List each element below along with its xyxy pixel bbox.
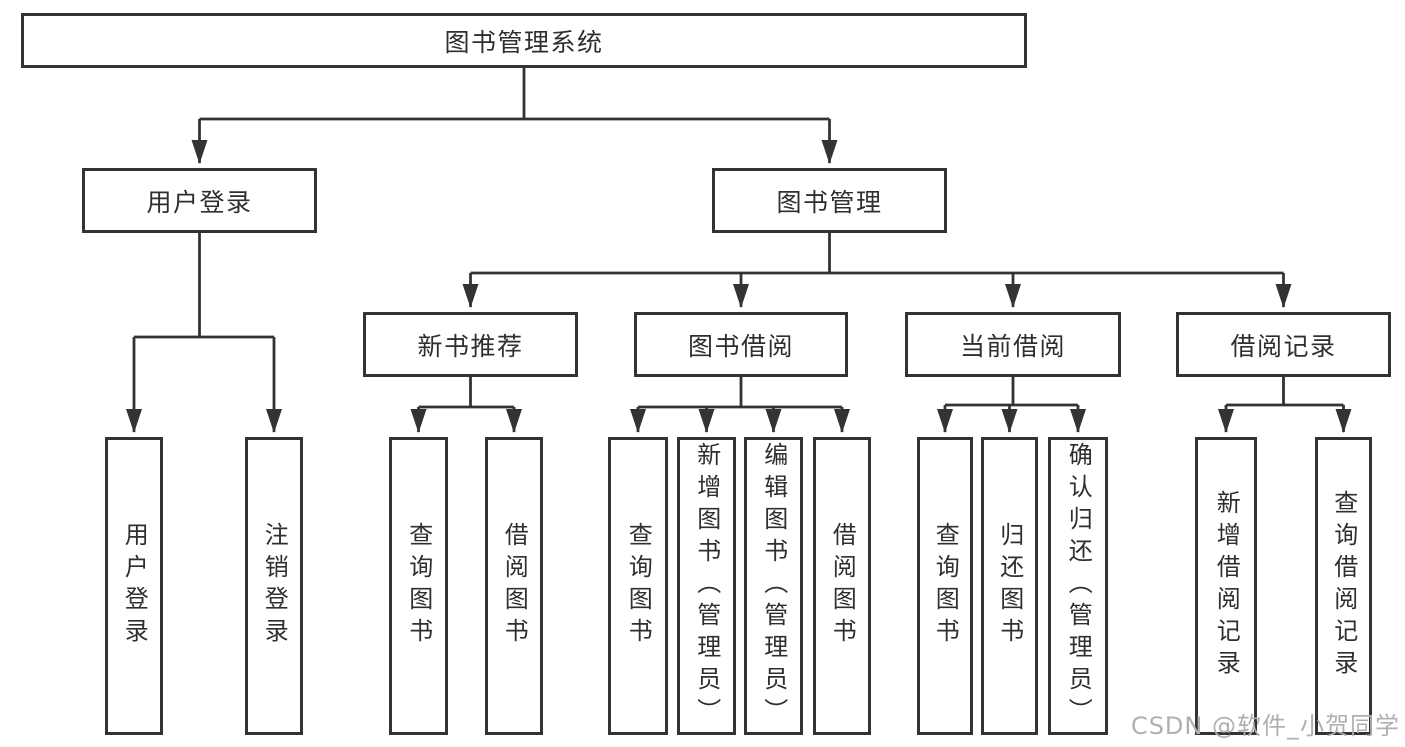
node-root: 图书管理系统 bbox=[21, 13, 1027, 68]
leaf-query-books-3: 查询图书 bbox=[917, 437, 973, 735]
leaf-borrow-books-2: 借阅图书 bbox=[813, 437, 871, 735]
leaf-return-book-label: 归还图书 bbox=[995, 522, 1024, 650]
node-book-borrow: 图书借阅 bbox=[634, 312, 848, 377]
leaf-confirm-return-admin-label: 确认归还（管理员） bbox=[1064, 442, 1093, 730]
leaf-confirm-return-admin: 确认归还（管理员） bbox=[1048, 437, 1108, 735]
node-new-book-recommend: 新书推荐 bbox=[363, 312, 578, 377]
leaf-query-borrow-record-label: 查询借阅记录 bbox=[1329, 490, 1358, 682]
leaf-borrow-books-1-label: 借阅图书 bbox=[500, 522, 529, 650]
leaf-user-login-label: 用户登录 bbox=[120, 522, 149, 650]
node-borrow-records: 借阅记录 bbox=[1176, 312, 1391, 377]
node-current-borrow-label: 当前借阅 bbox=[959, 331, 1066, 361]
leaf-return-book: 归还图书 bbox=[981, 437, 1038, 735]
leaf-add-book-admin: 新增图书（管理员） bbox=[677, 437, 736, 735]
node-book-management-label: 图书管理 bbox=[776, 187, 883, 217]
leaf-query-books-2-label: 查询图书 bbox=[624, 522, 653, 650]
leaf-edit-book-admin-label: 编辑图书（管理员） bbox=[759, 442, 788, 730]
node-borrow-records-label: 借阅记录 bbox=[1230, 331, 1337, 361]
leaf-query-books-1-label: 查询图书 bbox=[404, 522, 433, 650]
leaf-logout: 注销登录 bbox=[245, 437, 303, 735]
node-user-login: 用户登录 bbox=[82, 168, 317, 233]
leaf-query-books-3-label: 查询图书 bbox=[931, 522, 960, 650]
leaf-borrow-books-1: 借阅图书 bbox=[485, 437, 543, 735]
node-new-book-recommend-label: 新书推荐 bbox=[417, 331, 524, 361]
node-user-login-label: 用户登录 bbox=[146, 187, 253, 217]
leaf-add-borrow-record: 新增借阅记录 bbox=[1195, 437, 1257, 735]
node-current-borrow: 当前借阅 bbox=[905, 312, 1121, 377]
leaf-user-login: 用户登录 bbox=[105, 437, 163, 735]
leaf-borrow-books-2-label: 借阅图书 bbox=[828, 522, 857, 650]
node-book-management: 图书管理 bbox=[712, 168, 947, 233]
leaf-query-borrow-record: 查询借阅记录 bbox=[1315, 437, 1372, 735]
watermark: CSDN @软件_小贺同学 bbox=[1130, 712, 1400, 740]
node-root-label: 图书管理系统 bbox=[444, 27, 604, 57]
leaf-query-books-2: 查询图书 bbox=[608, 437, 668, 735]
leaf-add-book-admin-label: 新增图书（管理员） bbox=[692, 442, 721, 730]
leaf-query-books-1: 查询图书 bbox=[389, 437, 448, 735]
leaf-edit-book-admin: 编辑图书（管理员） bbox=[744, 437, 803, 735]
node-book-borrow-label: 图书借阅 bbox=[687, 331, 794, 361]
leaf-add-borrow-record-label: 新增借阅记录 bbox=[1212, 490, 1241, 682]
leaf-logout-label: 注销登录 bbox=[260, 522, 289, 650]
